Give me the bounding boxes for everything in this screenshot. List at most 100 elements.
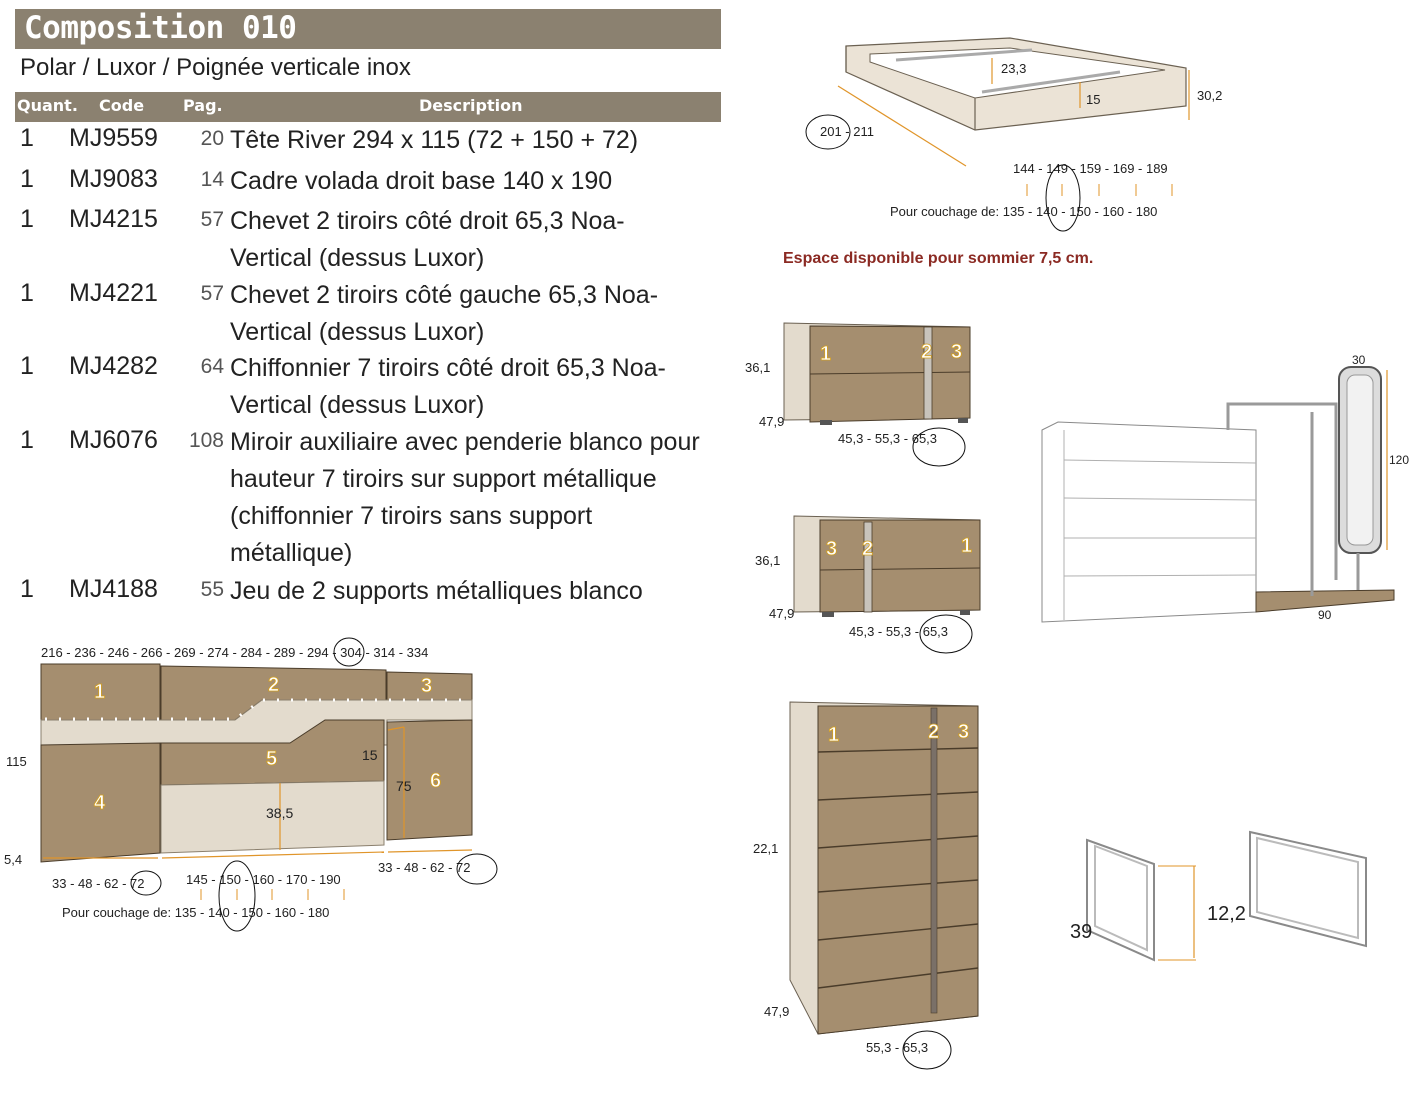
part-label: 2 xyxy=(268,674,279,696)
row-description: Chevet 2 tiroirs côté gauche 65,3 Noa- V… xyxy=(230,277,710,351)
desc-line: métallique) xyxy=(230,539,353,567)
row-code: MJ4188 xyxy=(69,575,158,603)
chest-drawing: 1 2 3 22,1 47,9 55,3 - 65,3 xyxy=(753,701,979,1070)
drawer-label: 2 xyxy=(928,721,939,743)
chest-depth: 47,9 xyxy=(764,1004,789,1019)
headboard-panel-6 xyxy=(386,719,473,841)
circle-mark xyxy=(919,614,973,654)
nightstand-depth: 47,9 xyxy=(769,606,794,621)
row-page: 55 xyxy=(200,578,224,601)
row-description: Jeu de 2 supports métalliques blanco xyxy=(230,573,710,610)
desc-line: Chiffonnier 7 tiroirs côté droit 65,3 No… xyxy=(230,354,666,382)
desc-line: Jeu de 2 supports métalliques blanco xyxy=(230,577,643,605)
circle-mark xyxy=(902,1030,952,1070)
drawer-label: 1 xyxy=(961,535,972,557)
row-code: MJ9083 xyxy=(69,165,158,193)
drawer-label: 3 xyxy=(951,341,962,363)
col-page-header: Pag. xyxy=(183,96,223,115)
row-page: 64 xyxy=(200,355,224,378)
bed-frame-drawing: 23,3 15 30,2 201 - 211 144 - 149 - 159 -… xyxy=(805,37,1222,232)
nightstand-height: 36,1 xyxy=(755,553,780,568)
support-width: 39 xyxy=(1070,921,1092,943)
row-page: 14 xyxy=(200,168,224,191)
dim-38-5: 38,5 xyxy=(266,805,293,821)
nightstand-widths: 45,3 - 55,3 - 65,3 xyxy=(849,624,948,639)
part-label: 5 xyxy=(266,748,277,770)
row-quant: 1 xyxy=(20,205,34,233)
bed-frame-inner xyxy=(869,47,1166,99)
desc-line: Cadre volada droit base 140 x 190 xyxy=(230,167,613,195)
part-label: 4 xyxy=(94,792,106,814)
nightstand-left-drawing: 3 2 1 36,1 47,9 45,3 - 55,3 - 65,3 xyxy=(755,515,981,654)
sommier-note: Espace disponible pour sommier 7,5 cm. xyxy=(783,250,1094,267)
chest-outline xyxy=(1041,421,1257,623)
desc-line: Vertical (dessus Luxor) xyxy=(230,244,485,272)
row-code: MJ9559 xyxy=(69,124,158,152)
row-page: 57 xyxy=(200,208,224,231)
row-code: MJ4221 xyxy=(69,279,158,307)
part-label: 6 xyxy=(430,770,441,792)
nightstand-widths: 45,3 - 55,3 - 65,3 xyxy=(838,431,937,446)
bed-dim-30-2: 30,2 xyxy=(1197,88,1222,103)
part-label: 1 xyxy=(94,681,105,703)
table-header-bar xyxy=(15,92,721,122)
mirror-width: 30 xyxy=(1352,353,1366,367)
circle-mark xyxy=(333,637,365,667)
row-quant: 1 xyxy=(20,279,34,307)
drawer-label: 3 xyxy=(826,538,837,560)
headboard-height: 115 xyxy=(6,754,27,769)
row-page: 20 xyxy=(200,127,224,150)
row-quant: 1 xyxy=(20,426,34,454)
desc-line: (chiffonnier 7 tiroirs sans support xyxy=(230,502,593,530)
supports-drawing: 39 12,2 xyxy=(1070,830,1367,962)
bed-lengths: 201 - 211 xyxy=(820,124,874,139)
row-quant: 1 xyxy=(20,352,34,380)
row-code: MJ4282 xyxy=(69,352,158,380)
desc-line: Vertical (dessus Luxor) xyxy=(230,391,485,419)
circle-mark xyxy=(912,427,966,467)
mirror-drawing: 30 120 90 xyxy=(1041,353,1409,623)
drawer-label: 2 xyxy=(862,538,873,560)
headboard-left-dim: 5,4 xyxy=(4,852,22,867)
row-quant: 1 xyxy=(20,124,34,152)
row-description: Chevet 2 tiroirs côté droit 65,3 Noa- Ve… xyxy=(230,203,710,277)
part-label: 3 xyxy=(421,675,432,697)
chest-front xyxy=(817,705,979,1035)
row-description: Tête River 294 x 115 (72 + 150 + 72) xyxy=(230,122,710,159)
drawer-label: 1 xyxy=(820,343,831,365)
col-quant-header: Quant. xyxy=(17,96,78,115)
headboard-couchage: Pour couchage de: 135 - 140 - 150 - 160 … xyxy=(62,905,329,920)
headboard-drawing: 216 - 236 - 246 - 266 - 269 - 274 - 284 … xyxy=(4,637,498,932)
circle-mark xyxy=(130,870,162,896)
mirror-base-width: 90 xyxy=(1318,608,1332,622)
desc-line: Chevet 2 tiroirs côté gauche 65,3 Noa- xyxy=(230,281,659,309)
row-quant: 1 xyxy=(20,575,34,603)
dim-15: 15 xyxy=(362,747,378,763)
row-description: Chiffonnier 7 tiroirs côté droit 65,3 No… xyxy=(230,350,710,424)
center-widths: 145 - 150 - 160 - 170 - 190 xyxy=(186,872,341,887)
drawer-label: 2 xyxy=(921,341,932,363)
side-widths-right: 33 - 48 - 62 - 72 xyxy=(378,860,471,875)
row-quant: 1 xyxy=(20,165,34,193)
headboard-top-widths: 216 - 236 - 246 - 266 - 269 - 274 - 284 … xyxy=(41,645,428,660)
drawer-label: 1 xyxy=(828,724,839,746)
mirror-base xyxy=(1255,589,1395,613)
headboard-panel-4 xyxy=(40,742,161,863)
drawer-label: 3 xyxy=(958,721,969,743)
headboard-beige-lower xyxy=(160,780,385,854)
desc-line: Tête River 294 x 115 (72 + 150 + 72) xyxy=(230,126,639,154)
desc-line: Miroir auxiliaire avec penderie blanco p… xyxy=(230,428,700,456)
title-bar xyxy=(15,9,721,49)
col-code-header: Code xyxy=(99,96,145,115)
nightstand-front xyxy=(819,519,981,613)
nightstand-right-drawing: 1 2 3 36,1 47,9 45,3 - 55,3 - 65,3 xyxy=(745,322,971,467)
circle-mark xyxy=(1045,164,1081,232)
row-description: Miroir auxiliaire avec penderie blanco p… xyxy=(230,424,710,572)
row-page: 57 xyxy=(200,282,224,305)
desc-line: hauteur 7 tiroirs sur support métallique xyxy=(230,465,657,493)
row-description: Cadre volada droit base 140 x 190 xyxy=(230,163,710,200)
row-code: MJ6076 xyxy=(69,426,158,454)
nightstand-depth: 47,9 xyxy=(759,414,784,429)
mirror-height: 120 xyxy=(1389,453,1409,467)
